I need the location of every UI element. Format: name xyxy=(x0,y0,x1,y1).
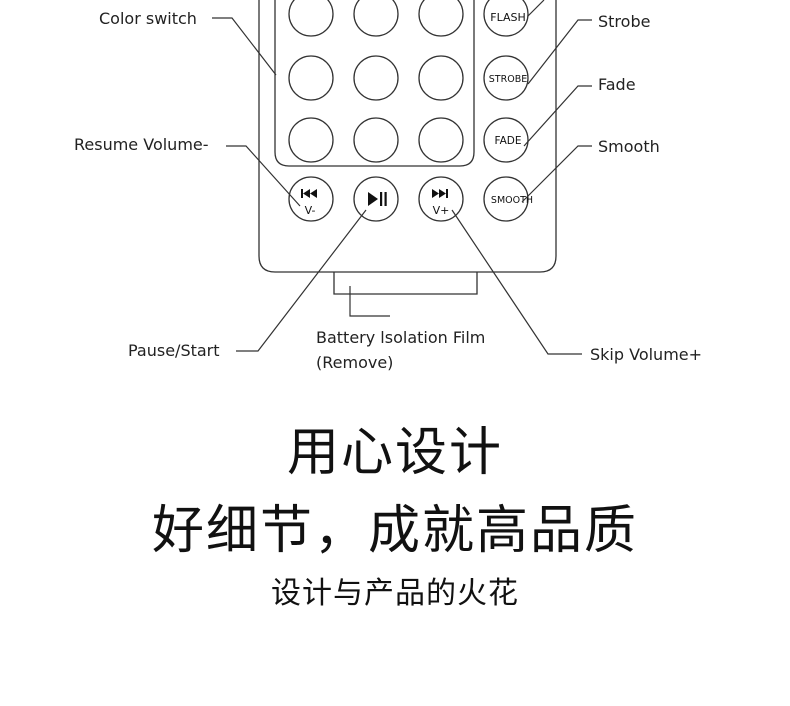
label-battery-line2: (Remove) xyxy=(316,353,394,372)
callout-line-resume-volume xyxy=(226,145,301,207)
callout-line-fade xyxy=(523,85,592,147)
color-button-panel xyxy=(274,0,475,167)
color-button[interactable] xyxy=(353,55,399,101)
battery-film-tab xyxy=(333,272,478,295)
label-color-switch: Color switch xyxy=(99,9,197,28)
skip-back-icon xyxy=(301,189,317,198)
headline-subtitle: 好细节，成就高品质 xyxy=(151,501,638,561)
callout-line-strobe xyxy=(527,19,592,85)
play-pause-button[interactable] xyxy=(353,176,399,222)
flash-button-label: FLASH xyxy=(490,11,526,24)
callout-line-skip-volume xyxy=(451,209,582,355)
skip-forward-icon xyxy=(432,189,448,198)
color-buttons xyxy=(288,0,464,163)
label-pause-start: Pause/Start xyxy=(128,341,220,360)
remote-diagram: FLASH STROBE FADE SMOOTH V- V+ xyxy=(212,0,592,355)
color-button[interactable] xyxy=(418,117,464,163)
color-button[interactable] xyxy=(353,0,399,37)
color-button[interactable] xyxy=(288,55,334,101)
color-button[interactable] xyxy=(288,0,334,37)
play-pause-icon xyxy=(368,192,387,206)
label-battery-line1: Battery lsolation Film xyxy=(316,328,486,347)
callout-line-smooth xyxy=(521,145,592,203)
remote-body xyxy=(258,0,557,273)
callout-line-pause-start xyxy=(236,209,367,352)
strobe-button[interactable] xyxy=(483,55,529,101)
next-button[interactable] xyxy=(418,176,464,222)
callout-line-color-switch xyxy=(212,17,277,76)
color-button[interactable] xyxy=(418,55,464,101)
label-smooth: Smooth xyxy=(598,137,660,156)
callout-line-flash xyxy=(527,0,545,17)
prev-button-sublabel: V- xyxy=(305,204,316,217)
headline-tagline: 设计与产品的火花 xyxy=(271,576,519,611)
smooth-button-label: SMOOTH xyxy=(491,195,533,206)
label-fade: Fade xyxy=(598,75,636,94)
prev-button[interactable] xyxy=(288,176,334,222)
color-button[interactable] xyxy=(418,0,464,37)
flash-button[interactable] xyxy=(483,0,529,37)
label-strobe: Strobe xyxy=(598,12,651,31)
label-skip-volume: Skip Volume+ xyxy=(590,345,703,364)
color-button[interactable] xyxy=(353,117,399,163)
fade-button[interactable] xyxy=(483,117,529,163)
next-button-sublabel: V+ xyxy=(433,204,450,217)
strobe-button-label: STROBE xyxy=(489,74,527,85)
smooth-button[interactable] xyxy=(483,176,529,222)
headline-title: 用心设计 xyxy=(286,423,503,483)
color-button[interactable] xyxy=(288,117,334,163)
fade-button-label: FADE xyxy=(495,135,522,147)
label-resume-volume: Resume Volume- xyxy=(74,135,209,154)
callout-line-battery xyxy=(349,286,390,317)
